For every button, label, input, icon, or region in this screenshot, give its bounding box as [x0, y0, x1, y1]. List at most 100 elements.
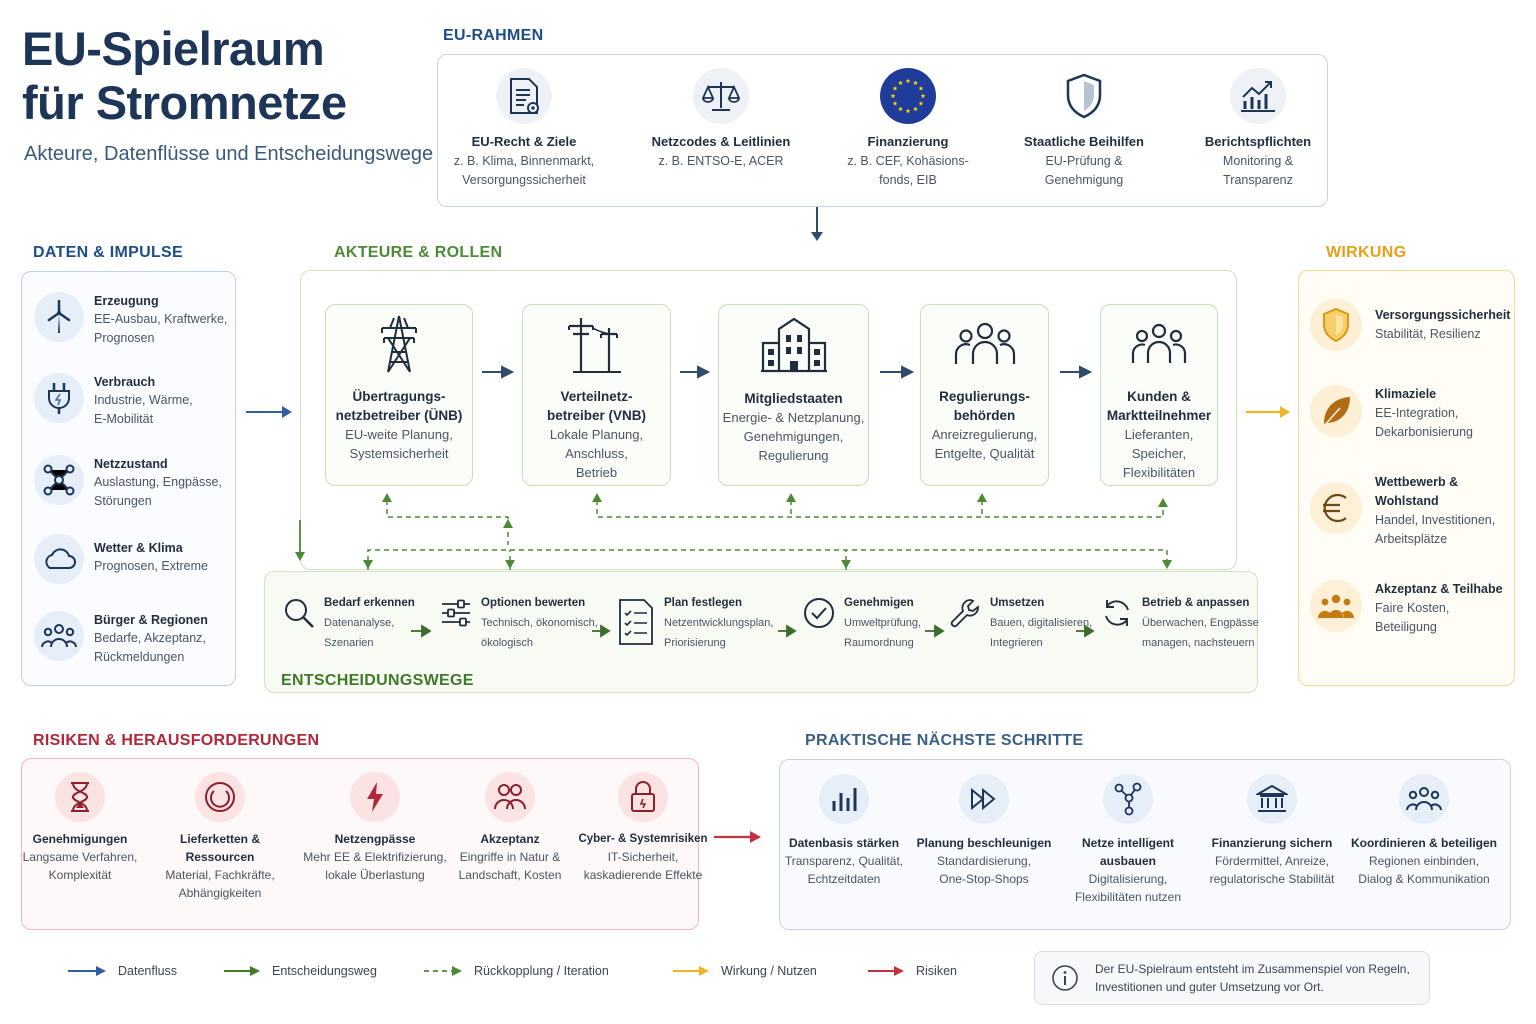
- daten-item-desc: Auslastung, Engpässe,: [94, 475, 222, 489]
- schritt-desc: Flexibilitäten nutzen: [1074, 890, 1182, 904]
- eu-item-desc: Transparenz: [1223, 173, 1293, 187]
- wirkung-title: Klimaziele: [1375, 387, 1437, 401]
- step-desc: Raumordnung: [844, 637, 914, 649]
- daten-arrow: [246, 406, 292, 418]
- akteure-down-arrow: [295, 520, 305, 561]
- document-icon: [496, 68, 552, 124]
- risk-desc: IT-Sicherheit,: [607, 850, 679, 864]
- risk-title: Cyber- & Systemrisiken: [578, 833, 708, 845]
- risk-desc: Komplexität: [48, 868, 112, 882]
- eu-star: [892, 85, 898, 91]
- step-desc: Priorisierung: [664, 637, 726, 649]
- eu-item-desc: z. B. CEF, Kohäsions-: [847, 154, 969, 168]
- risk-item-akzeptanz: Akzeptanz Eingriffe in Natur & Landschaf…: [440, 772, 580, 884]
- eu-item-desc: fonds, EIB: [879, 173, 937, 187]
- actor-desc: EU-weite Planung,: [345, 427, 453, 442]
- eu-item-recht: EU-Recht & Ziele z. B. Klima, Binnenmark…: [434, 68, 614, 190]
- schritt-desc: Transparenz, Qualität,: [784, 854, 904, 868]
- risk-desc: Eingriffe in Natur &: [459, 850, 561, 864]
- eu-item-desc: Genehmigung: [1044, 173, 1124, 187]
- actor-desc: Lieferanten, Speicher,: [1124, 427, 1194, 461]
- risk-desc: Landschaft, Kosten: [458, 868, 562, 882]
- check-circle-icon: [800, 593, 838, 633]
- eu-star: [905, 108, 911, 114]
- actor-desc: Energie- & Netzplanung,: [722, 410, 865, 425]
- power-pole-icon: [523, 313, 670, 375]
- people-icon: [34, 611, 84, 661]
- step-title: Optionen bewerten: [481, 597, 586, 609]
- step-desc: ökologisch: [481, 637, 533, 649]
- hourglass-icon: [55, 772, 105, 822]
- step-desc: Datenanalyse,: [324, 617, 395, 629]
- euro-icon: [1310, 482, 1362, 534]
- eu-item-title: Berichtspflichten: [1204, 134, 1312, 149]
- legend-risiken: Risiken: [868, 964, 957, 978]
- legend-datenfluss: Datenfluss: [68, 964, 177, 978]
- legend-rueckkopplung: Rückkopplung / Iteration: [424, 964, 609, 978]
- daten-item-buerger: Bürger & Regionen Bedarfe, Akzeptanz, Rü…: [34, 611, 230, 667]
- people-icon: [485, 772, 535, 822]
- risk-title: Genehmigungen: [32, 832, 128, 846]
- eu-item-finanzierung: Finanzierung z. B. CEF, Kohäsions- fonds…: [818, 68, 998, 190]
- cycle-icon: [1098, 593, 1136, 633]
- risk-title: Ressourcen: [185, 850, 255, 864]
- actor-desc: Betrieb: [575, 465, 618, 480]
- entscheidungswege-label: ENTSCHEIDUNGSWEGE: [281, 672, 474, 689]
- akteure-label: AKTEURE & ROLLEN: [334, 244, 503, 261]
- risk-title: Akzeptanz: [480, 832, 540, 846]
- legend-label: Datenfluss: [118, 964, 178, 978]
- daten-item-title: Wetter & Klima: [94, 541, 183, 555]
- eu-star: [913, 80, 918, 86]
- info-note: Der EU-Spielraum entsteht im Zusammenspi…: [1034, 951, 1430, 1005]
- daten-item-desc: Prognosen: [94, 331, 155, 345]
- daten-item-desc: E-Mobilität: [94, 412, 154, 426]
- dashed-arrow-icon: [424, 966, 462, 976]
- title-line-1: EU-Spielraum: [22, 22, 325, 75]
- step-genehmigen: Genehmigen Umweltprüfung, Raumordnung: [800, 593, 921, 653]
- eu-item-title: EU-Recht & Ziele: [471, 134, 577, 149]
- wirkung-item-klima: Klimaziele EE-Integration, Dekarbonisier…: [1310, 385, 1506, 442]
- risk-desc: Abhängigkeiten: [178, 886, 262, 900]
- step-bedarf: Bedarf erkennen Datenanalyse, Szenarien: [280, 593, 415, 653]
- daten-item-verbrauch: Verbrauch Industrie, Wärme, E-Mobilität: [34, 373, 230, 429]
- step-title: Umsetzen: [990, 597, 1045, 609]
- actor-title: Mitgliedstaaten: [744, 391, 843, 406]
- legend-entscheidungsweg: Entscheidungsweg: [224, 964, 377, 978]
- schritt-desc: Dialog & Kommunikation: [1358, 872, 1490, 886]
- bank-icon: [1247, 774, 1297, 824]
- risk-desc: Langsame Verfahren,: [22, 850, 138, 864]
- actor-desc: Systemsicherheit: [349, 446, 449, 461]
- actor-title: behörden: [953, 408, 1016, 423]
- daten-item-desc: EE-Ausbau, Kraftwerke,: [94, 312, 228, 326]
- schritt-koordinieren: Koordinieren & beteiligen Regionen einbi…: [1349, 774, 1499, 888]
- checklist-icon: [614, 593, 658, 645]
- daten-label: DATEN & IMPULSE: [33, 244, 183, 261]
- actor-regulierung: Regulierungs- behörden Anreizregulierung…: [920, 304, 1049, 486]
- supply-chain-icon: [195, 772, 245, 822]
- transmission-tower-icon: [326, 313, 472, 375]
- step-desc: Szenarien: [324, 637, 374, 649]
- risk-desc: Mehr EE & Elektrifizierung,: [303, 850, 447, 864]
- actor-desc: Lokale Planung,: [549, 427, 644, 442]
- eu-star: [920, 93, 926, 99]
- schritte-label: PRAKTISCHE NÄCHSTE SCHRITTE: [805, 732, 1084, 749]
- building-icon: [719, 313, 868, 375]
- risk-desc: lokale Überlastung: [325, 868, 425, 882]
- actor-desc: Anschluss,: [565, 446, 628, 461]
- schritt-desc: Fördermittel, Anreize,: [1214, 854, 1330, 868]
- eu-item-title: Netzcodes & Leitlinien: [651, 134, 791, 149]
- wirkung-desc: Handel, Investitionen,: [1375, 513, 1496, 527]
- step-title: Plan festlegen: [664, 597, 742, 609]
- schritt-title: Netze intelligent ausbauen: [1081, 836, 1174, 868]
- eu-item-desc: EU-Prüfung &: [1045, 154, 1123, 168]
- eu-star: [918, 85, 924, 91]
- step-plan: Plan festlegen Netzentwicklungsplan, Pri…: [614, 593, 773, 653]
- schritt-datenbasis: Datenbasis stärken Transparenz, Qualität…: [769, 774, 919, 888]
- sliders-icon: [437, 593, 475, 633]
- step-desc: Integrieren: [990, 637, 1043, 649]
- daten-item-desc: Prognosen, Extreme: [94, 559, 208, 573]
- wirkung-item-akzeptanz: Akzeptanz & Teilhabe Faire Kosten, Betei…: [1310, 580, 1506, 637]
- step-umsetzen: Umsetzen Bauen, digitalisieren, Integrie…: [946, 593, 1092, 653]
- actor-mitgliedstaaten: Mitgliedstaaten Energie- & Netzplanung, …: [718, 304, 869, 486]
- schritt-desc: One-Stop-Shops: [939, 872, 1029, 886]
